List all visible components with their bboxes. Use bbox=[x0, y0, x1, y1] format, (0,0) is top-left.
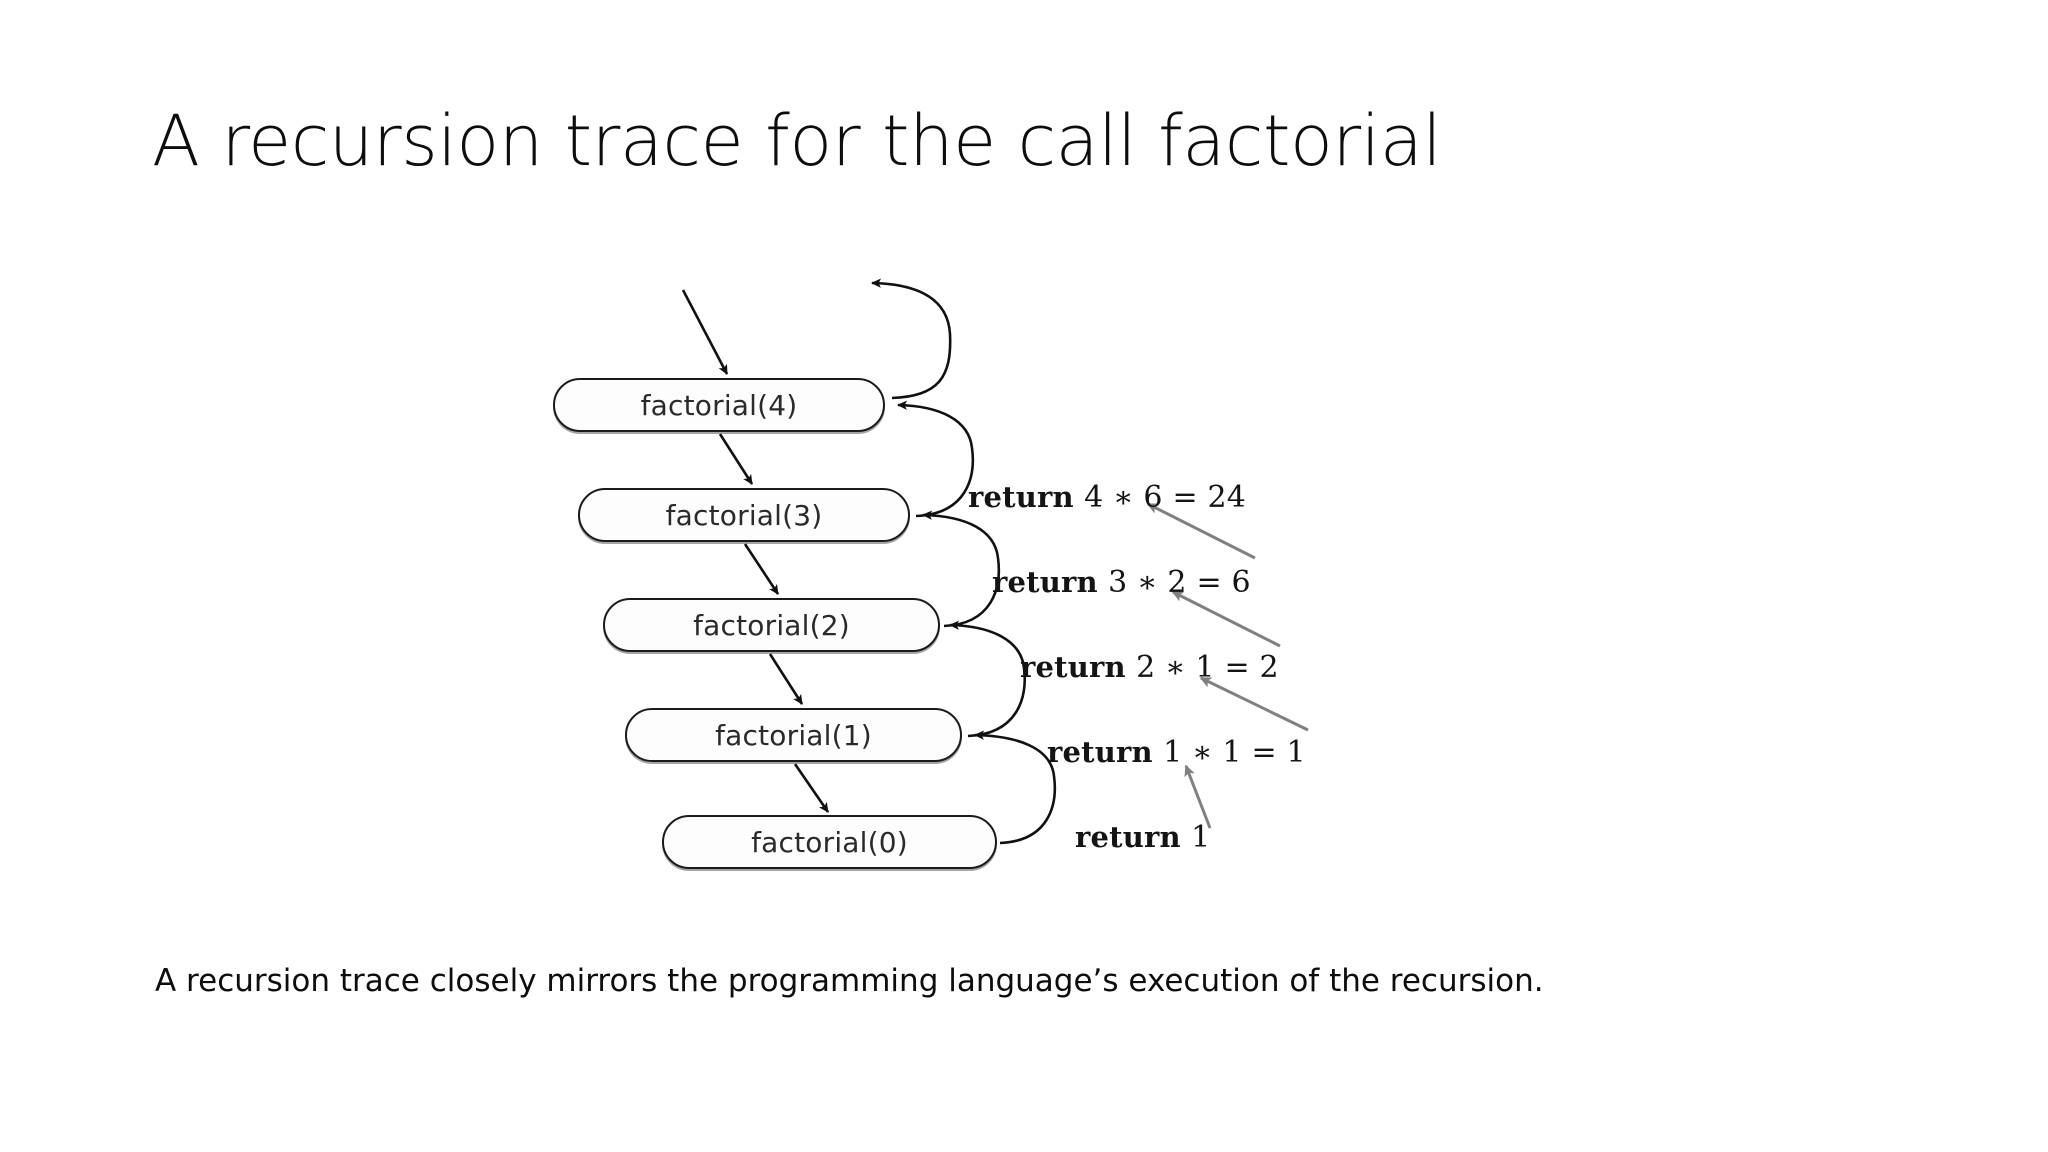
call-frame-box[interactable]: factorial(4) bbox=[553, 378, 885, 432]
value-link-arrow-1-to-2 bbox=[1199, 676, 1309, 732]
slide-caption: A recursion trace closely mirrors the pr… bbox=[155, 963, 1544, 999]
call-frame-label: factorial(4) bbox=[640, 388, 798, 422]
return-expression: 3 ∗ 2 = 6 bbox=[1108, 565, 1251, 600]
diagram-arrows-layer bbox=[681, 278, 1309, 845]
call-arrow-3-to-2 bbox=[743, 543, 780, 595]
call-frame-box[interactable]: factorial(1) bbox=[625, 708, 962, 762]
return-keyword: return bbox=[1020, 650, 1126, 684]
return-value-label: return 4 ∗ 6 = 24 bbox=[968, 480, 1246, 515]
call-frame-label: factorial(1) bbox=[715, 718, 872, 752]
return-arrow-1-to-2 bbox=[949, 620, 1027, 738]
return-arrow-3-to-4 bbox=[897, 400, 975, 518]
recursion-trace-diagram: factorial(4) factorial(3) factorial(2) f… bbox=[520, 258, 1440, 908]
return-arrow-0-to-1 bbox=[974, 730, 1057, 845]
call-arrow-2-to-1 bbox=[768, 653, 804, 705]
return-keyword: return bbox=[992, 565, 1098, 599]
call-arrow-1-to-0 bbox=[793, 763, 830, 813]
return-value-label: return 1 ∗ 1 = 1 bbox=[1047, 735, 1306, 770]
value-link-arrow-1-to-1 bbox=[1184, 764, 1212, 829]
return-arrow-2-to-3 bbox=[922, 510, 1001, 628]
value-link-arrow-6-to-24 bbox=[1146, 502, 1256, 560]
final-return-arrow bbox=[871, 278, 952, 400]
call-frame-label: factorial(0) bbox=[751, 825, 908, 859]
return-keyword: return bbox=[1047, 735, 1153, 769]
call-frame-box[interactable]: factorial(0) bbox=[662, 815, 997, 869]
return-expression: 4 ∗ 6 = 24 bbox=[1084, 480, 1247, 515]
return-keyword: return bbox=[1075, 820, 1181, 854]
return-keyword: return bbox=[968, 480, 1074, 514]
return-value-label: return 1 bbox=[1075, 820, 1210, 855]
call-frame-box[interactable]: factorial(2) bbox=[603, 598, 940, 652]
page-title: A recursion trace for the call factorial bbox=[152, 100, 1442, 182]
call-arrow-4-to-3 bbox=[718, 433, 754, 485]
value-link-arrow-2-to-6 bbox=[1171, 590, 1281, 648]
return-value-label: return 2 ∗ 1 = 2 bbox=[1020, 650, 1279, 685]
return-expression: 2 ∗ 1 = 2 bbox=[1136, 650, 1279, 685]
return-expression: 1 ∗ 1 = 1 bbox=[1163, 735, 1306, 770]
call-frame-label: factorial(2) bbox=[693, 608, 850, 642]
return-expression: 1 bbox=[1191, 820, 1211, 855]
call-frame-box[interactable]: factorial(3) bbox=[578, 488, 910, 542]
entry-call-arrow bbox=[681, 289, 729, 375]
call-frame-label: factorial(3) bbox=[665, 498, 823, 532]
return-value-label: return 3 ∗ 2 = 6 bbox=[992, 565, 1251, 600]
